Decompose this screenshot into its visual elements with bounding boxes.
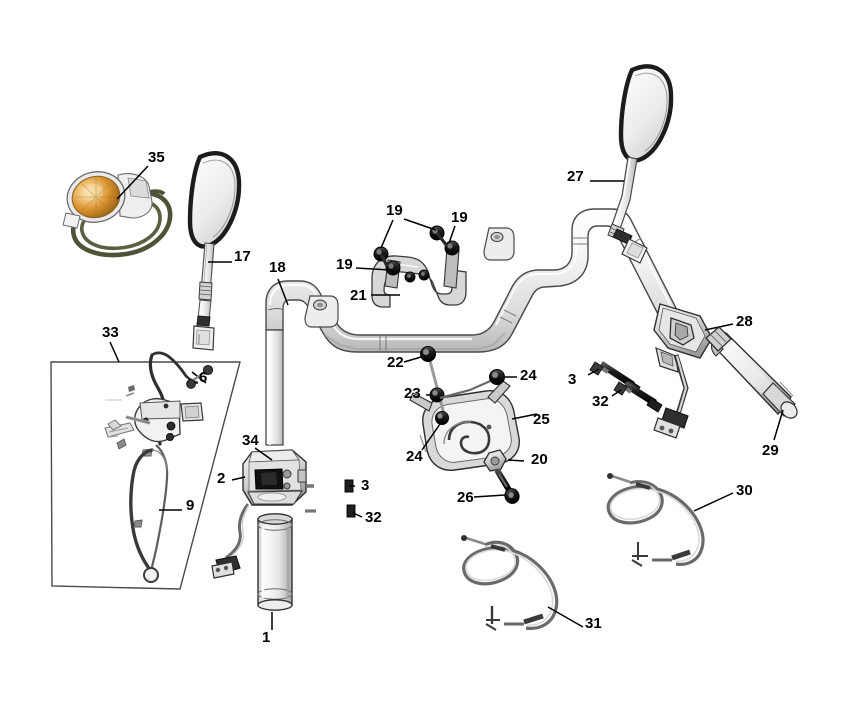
callout-32b: 32 xyxy=(592,393,609,410)
callout-2: 2 xyxy=(217,470,226,487)
callout-28: 28 xyxy=(736,313,753,330)
part-25-throttle-bracket xyxy=(409,380,538,471)
part-33-master-cylinder-group xyxy=(50,341,241,590)
callout-19b: 19 xyxy=(451,209,468,226)
callout-19a: 19 xyxy=(386,202,403,219)
callout-24b: 24 xyxy=(406,448,423,465)
part-18-handlebar xyxy=(265,208,679,446)
part-1-left-grip xyxy=(257,513,293,630)
callout-24a: 24 xyxy=(520,367,537,384)
part-3-left-screw xyxy=(306,479,355,493)
callout-21: 21 xyxy=(350,287,367,304)
callout-3a: 3 xyxy=(361,477,370,494)
part-21-handlebar-clamp xyxy=(355,218,467,308)
callout-22: 22 xyxy=(387,354,404,371)
part-32-right-screw xyxy=(611,381,663,413)
callout-26: 26 xyxy=(457,489,474,506)
part-2-left-switch-assembly xyxy=(211,447,307,579)
part-28-right-switch-assembly xyxy=(653,303,734,439)
callout-3b: 3 xyxy=(568,371,577,388)
part-17-left-mirror xyxy=(187,151,242,351)
part-27-right-mirror xyxy=(590,64,674,264)
callout-29: 29 xyxy=(762,442,779,459)
part-32-left-screw xyxy=(305,504,363,518)
callout-32a: 32 xyxy=(365,509,382,526)
callout-35: 35 xyxy=(148,149,165,166)
callout-27: 27 xyxy=(567,168,584,185)
part-29-throttle-grip xyxy=(705,326,798,441)
part-20-adjuster-nut xyxy=(483,449,525,472)
callout-20: 20 xyxy=(531,451,548,468)
part-35-turn-signal-lamp xyxy=(62,165,173,258)
part-23-pivot-bolt xyxy=(426,387,445,403)
callout-17: 17 xyxy=(234,248,251,265)
callout-25: 25 xyxy=(533,411,550,428)
callout-1: 1 xyxy=(262,629,271,646)
callout-19c: 19 xyxy=(336,256,353,273)
part-31-throttle-cable xyxy=(461,535,584,631)
callout-9: 9 xyxy=(186,497,195,514)
callout-33: 33 xyxy=(102,324,119,341)
callout-18: 18 xyxy=(269,259,286,276)
part-30-throttle-cable xyxy=(606,473,734,567)
callout-31: 31 xyxy=(585,615,602,632)
callout-23: 23 xyxy=(404,385,421,402)
part-26-cable-end-bolt xyxy=(473,468,520,504)
callout-30: 30 xyxy=(736,482,753,499)
callout-6: 6 xyxy=(199,369,208,386)
part-24-pivot-bolt-upper xyxy=(439,369,517,400)
callout-34: 34 xyxy=(242,432,259,449)
part-24-pivot-bolt-lower xyxy=(421,411,449,451)
